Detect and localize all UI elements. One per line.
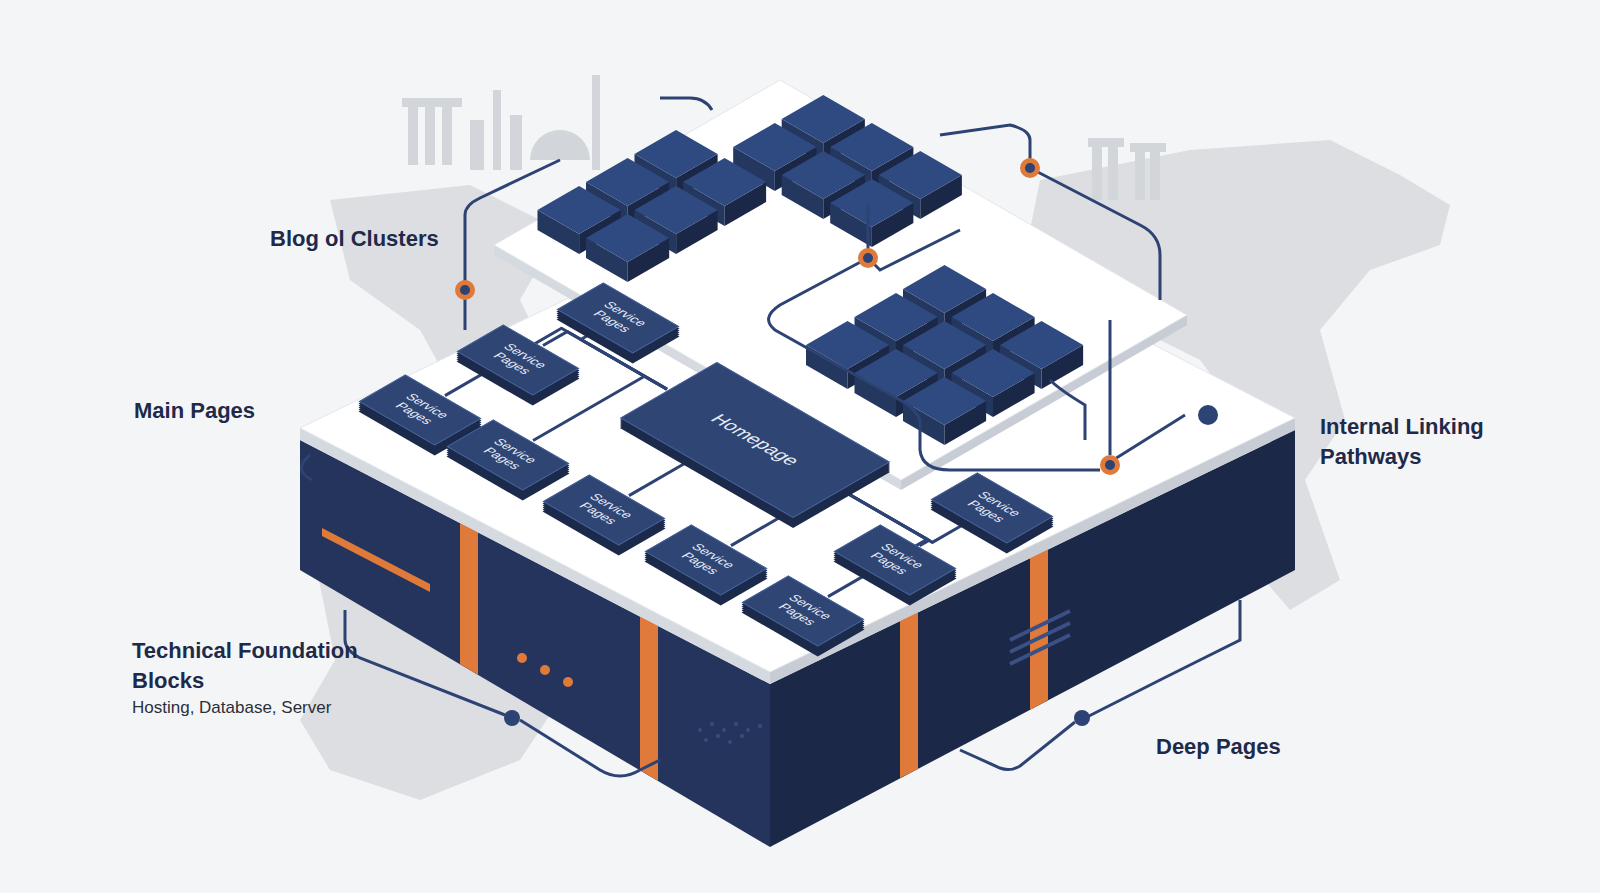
side-label: Technical Foundation Blocks xyxy=(132,636,392,695)
cube-face xyxy=(903,377,986,425)
side-label: Deep Pages xyxy=(1156,732,1356,762)
side-label: Internal Linking Pathways xyxy=(1320,412,1540,471)
link-wires xyxy=(465,98,1185,470)
junction-rings xyxy=(455,158,1218,475)
blog-platform xyxy=(494,80,1187,490)
link-connector xyxy=(629,460,690,495)
side-label: Blog ol Clusters xyxy=(270,224,530,254)
blog-cluster-blocks xyxy=(538,95,1084,445)
node-text: Homepage xyxy=(705,411,804,468)
cube-face xyxy=(586,214,669,262)
side-label: Hosting, Database, Server xyxy=(132,697,392,720)
cube-face xyxy=(830,179,913,227)
side-label: Main Pages xyxy=(134,396,334,426)
link-connector xyxy=(731,515,784,546)
